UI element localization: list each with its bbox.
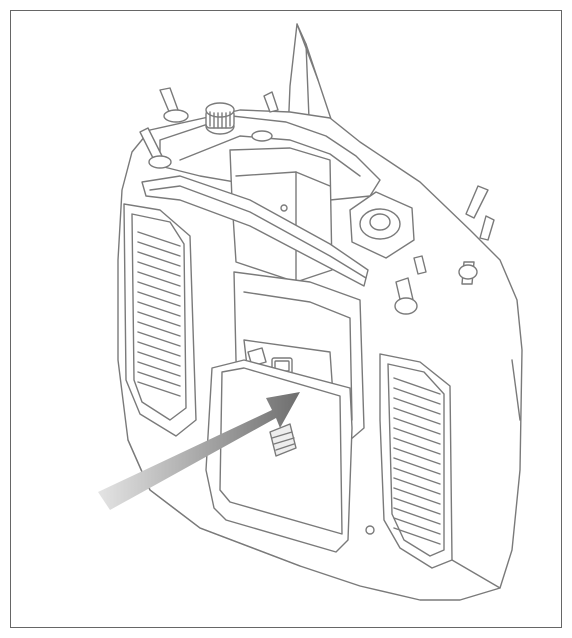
right-rotary-knob [349, 191, 415, 259]
right-grip [379, 353, 453, 569]
battery-cover [205, 359, 353, 553]
figure-border [10, 10, 562, 628]
carry-handle [141, 175, 369, 287]
right-toggle-switches [394, 185, 495, 315]
left-dial-knob [205, 102, 235, 135]
pointer-arrow [98, 392, 300, 510]
left-grip [123, 203, 197, 437]
left-toggle-switches [139, 87, 279, 169]
